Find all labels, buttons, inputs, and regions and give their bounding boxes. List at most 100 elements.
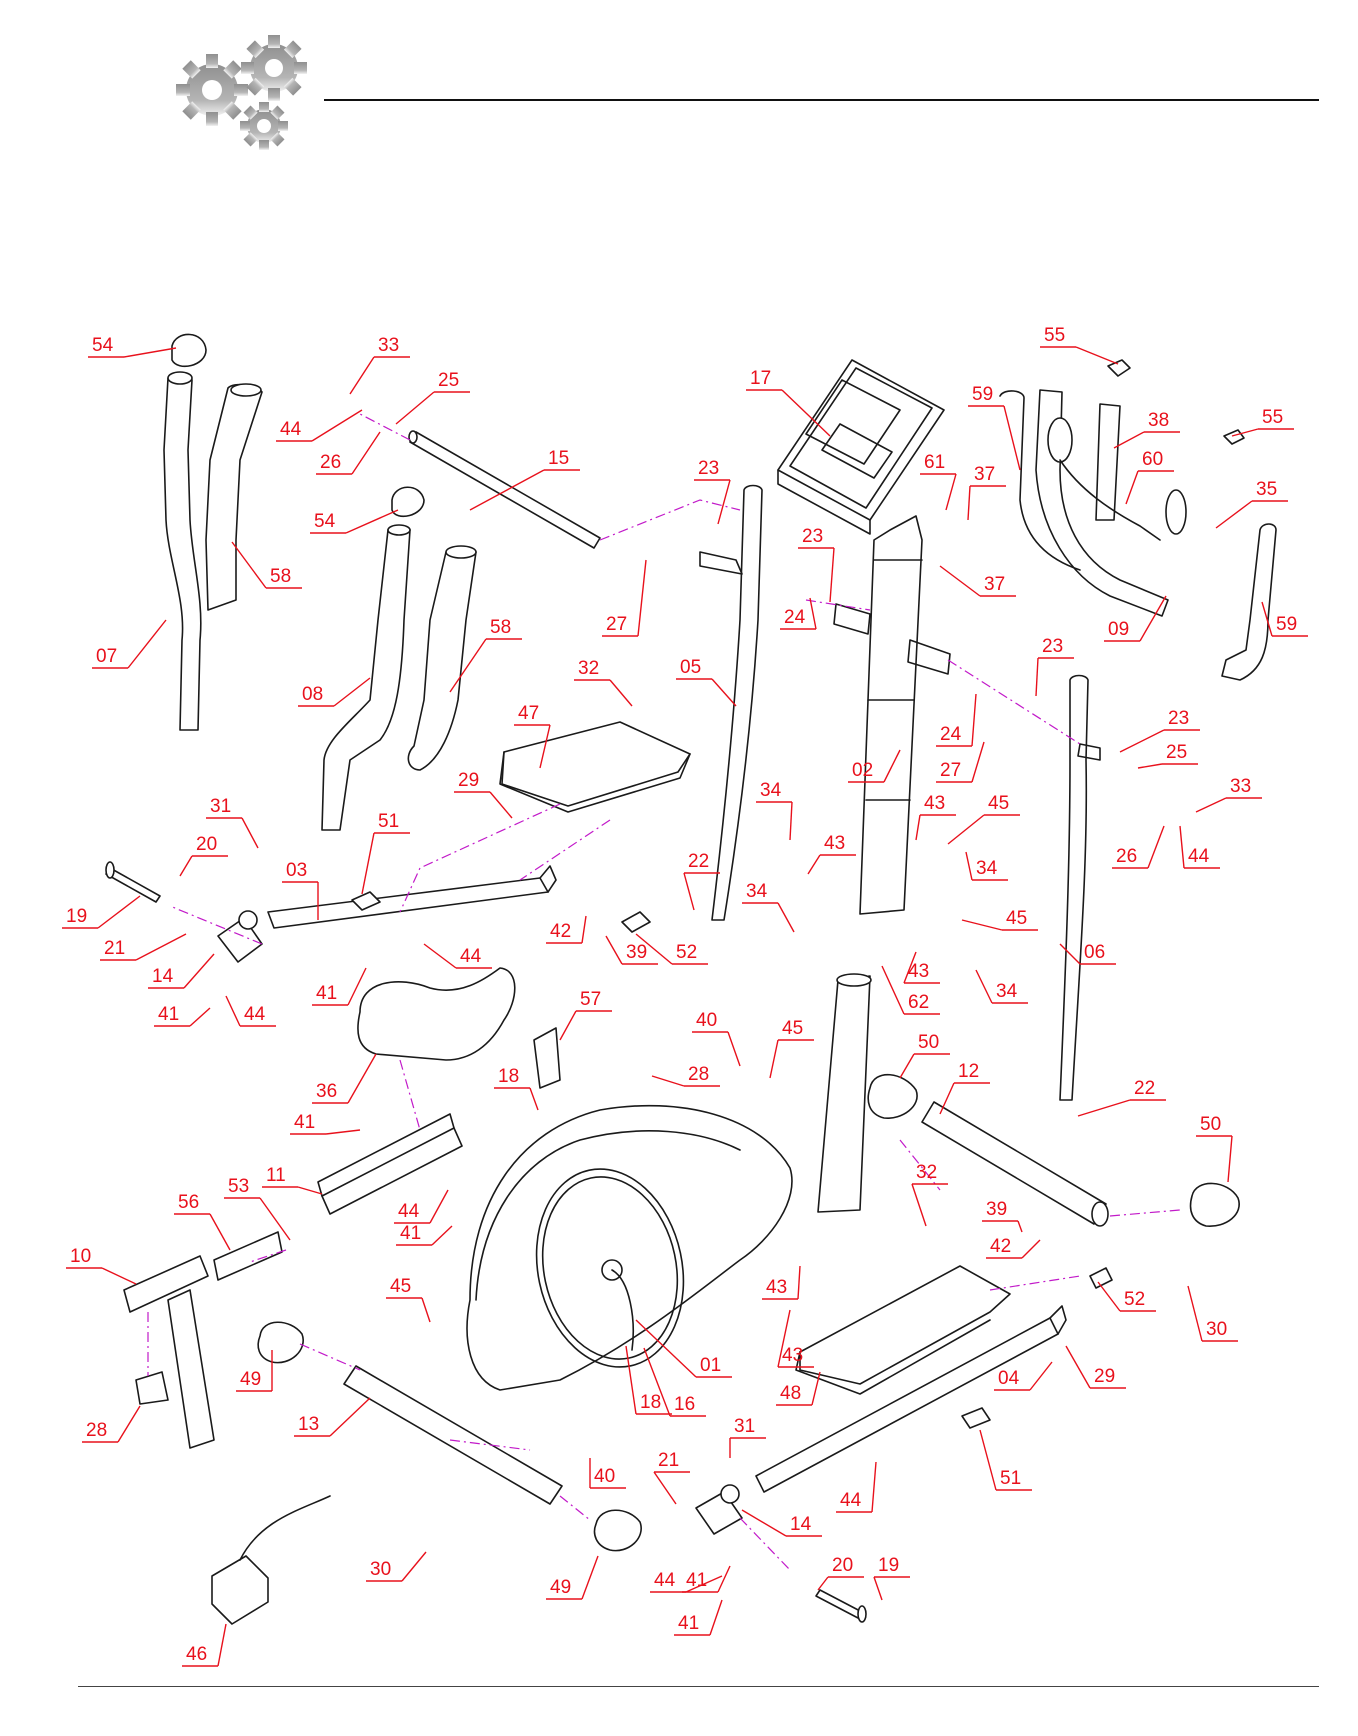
callout-leader	[809, 597, 817, 630]
callout-label: 62	[908, 992, 929, 1013]
callout-51: 51	[361, 811, 410, 895]
callout-label: 42	[990, 1236, 1011, 1257]
callout-41: 41	[682, 1565, 731, 1593]
callout-leader	[605, 935, 623, 965]
callout-leader	[1261, 601, 1273, 637]
callout-45: 45	[769, 1018, 814, 1079]
callout-09: 09	[1104, 595, 1167, 642]
callout-leader	[741, 1509, 787, 1537]
callout-label: 25	[1166, 742, 1187, 763]
callout-leader	[1195, 797, 1227, 813]
callout-label: 32	[578, 658, 599, 679]
callout-24: 24	[936, 693, 977, 747]
callout-leader	[297, 1186, 323, 1195]
callout-leader	[1017, 1220, 1023, 1233]
footer-rule	[78, 1686, 1319, 1687]
callout-leader	[539, 724, 551, 769]
callout-43: 43	[915, 793, 956, 841]
callout-leader	[967, 485, 971, 521]
callout-label: 34	[976, 858, 998, 879]
callout-leader	[259, 1197, 291, 1241]
callout-leader	[979, 1429, 997, 1491]
callout-43: 43	[903, 951, 940, 984]
callout-leader	[189, 1007, 211, 1027]
callout-leader	[333, 677, 371, 707]
callout-08: 08	[298, 677, 371, 707]
callout-label: 01	[700, 1355, 721, 1376]
callout-label: 60	[1142, 449, 1163, 470]
callout-19: 19	[62, 895, 141, 929]
callout-34: 34	[965, 851, 1008, 881]
callout-24: 24	[780, 597, 817, 630]
callout-label: 32	[916, 1162, 937, 1183]
callout-44: 44	[225, 995, 276, 1027]
callout-label: 13	[298, 1414, 319, 1435]
callout-leader	[421, 1297, 431, 1323]
callout-leader	[683, 872, 695, 911]
callout-leader	[817, 1576, 829, 1591]
callout-label: 41	[294, 1112, 315, 1133]
callout-label: 41	[678, 1613, 699, 1634]
callout-23: 23	[1119, 708, 1200, 753]
callout-22: 22	[1077, 1078, 1166, 1117]
callout-51: 51	[979, 1429, 1032, 1491]
callout-41: 41	[290, 1112, 361, 1135]
callout-13: 13	[294, 1397, 371, 1437]
callout-leader	[711, 678, 737, 707]
callout-leader	[351, 431, 381, 475]
callout-label: 43	[782, 1345, 803, 1366]
callout-leader	[625, 1345, 637, 1415]
callout-leader	[609, 679, 633, 707]
callout-55: 55	[1040, 325, 1119, 365]
callout-label: 19	[878, 1555, 899, 1576]
callout-leader	[709, 1599, 723, 1636]
callout-label: 59	[972, 384, 993, 405]
callout-leader	[1113, 431, 1145, 449]
callout-17: 17	[746, 368, 831, 437]
callout-50: 50	[1196, 1114, 1233, 1183]
callout-02: 02	[848, 749, 901, 783]
callout-label: 11	[266, 1165, 286, 1186]
callout-26: 26	[316, 431, 381, 475]
callout-53: 53	[224, 1176, 291, 1241]
callout-label: 41	[158, 1004, 179, 1025]
callout-label: 23	[1168, 708, 1189, 729]
callout-leader	[911, 1183, 927, 1227]
callout-label: 30	[370, 1559, 391, 1580]
callout-45: 45	[961, 908, 1038, 931]
callout-label: 59	[1276, 614, 1297, 635]
callout-label: 43	[924, 793, 945, 814]
callout-36: 36	[312, 1053, 377, 1104]
callout-leader	[727, 1031, 741, 1067]
callout-leader	[637, 559, 647, 637]
callout-label: 20	[196, 834, 217, 855]
callout-37: 37	[939, 565, 1016, 597]
callout-50: 50	[899, 1032, 950, 1079]
callout-label: 34	[996, 981, 1018, 1002]
callout-23: 23	[798, 526, 835, 603]
callout-leader	[945, 473, 957, 511]
callout-61: 61	[920, 452, 957, 511]
callout-leader	[1077, 1099, 1131, 1117]
callout-31: 31	[729, 1416, 766, 1458]
callout-label: 44	[460, 946, 482, 967]
callout-40: 40	[692, 1010, 741, 1067]
callout-label: 23	[802, 526, 823, 547]
callout-label: 10	[70, 1246, 91, 1267]
callout-label: 28	[86, 1420, 107, 1441]
callout-25: 25	[1137, 742, 1198, 769]
callout-label: 52	[1124, 1289, 1145, 1310]
callout-leader	[789, 801, 793, 841]
callout-leader	[1029, 1361, 1053, 1391]
callout-leader	[423, 943, 457, 969]
callout-33: 33	[349, 335, 410, 395]
callout-leader	[873, 1576, 883, 1601]
callout-leader	[777, 902, 795, 933]
callout-leader	[449, 638, 487, 693]
callout-label: 39	[986, 1199, 1007, 1220]
callout-label: 25	[438, 370, 459, 391]
callout-label: 44	[280, 419, 302, 440]
callout-42: 42	[986, 1236, 1041, 1259]
callout-leader	[431, 1225, 453, 1246]
